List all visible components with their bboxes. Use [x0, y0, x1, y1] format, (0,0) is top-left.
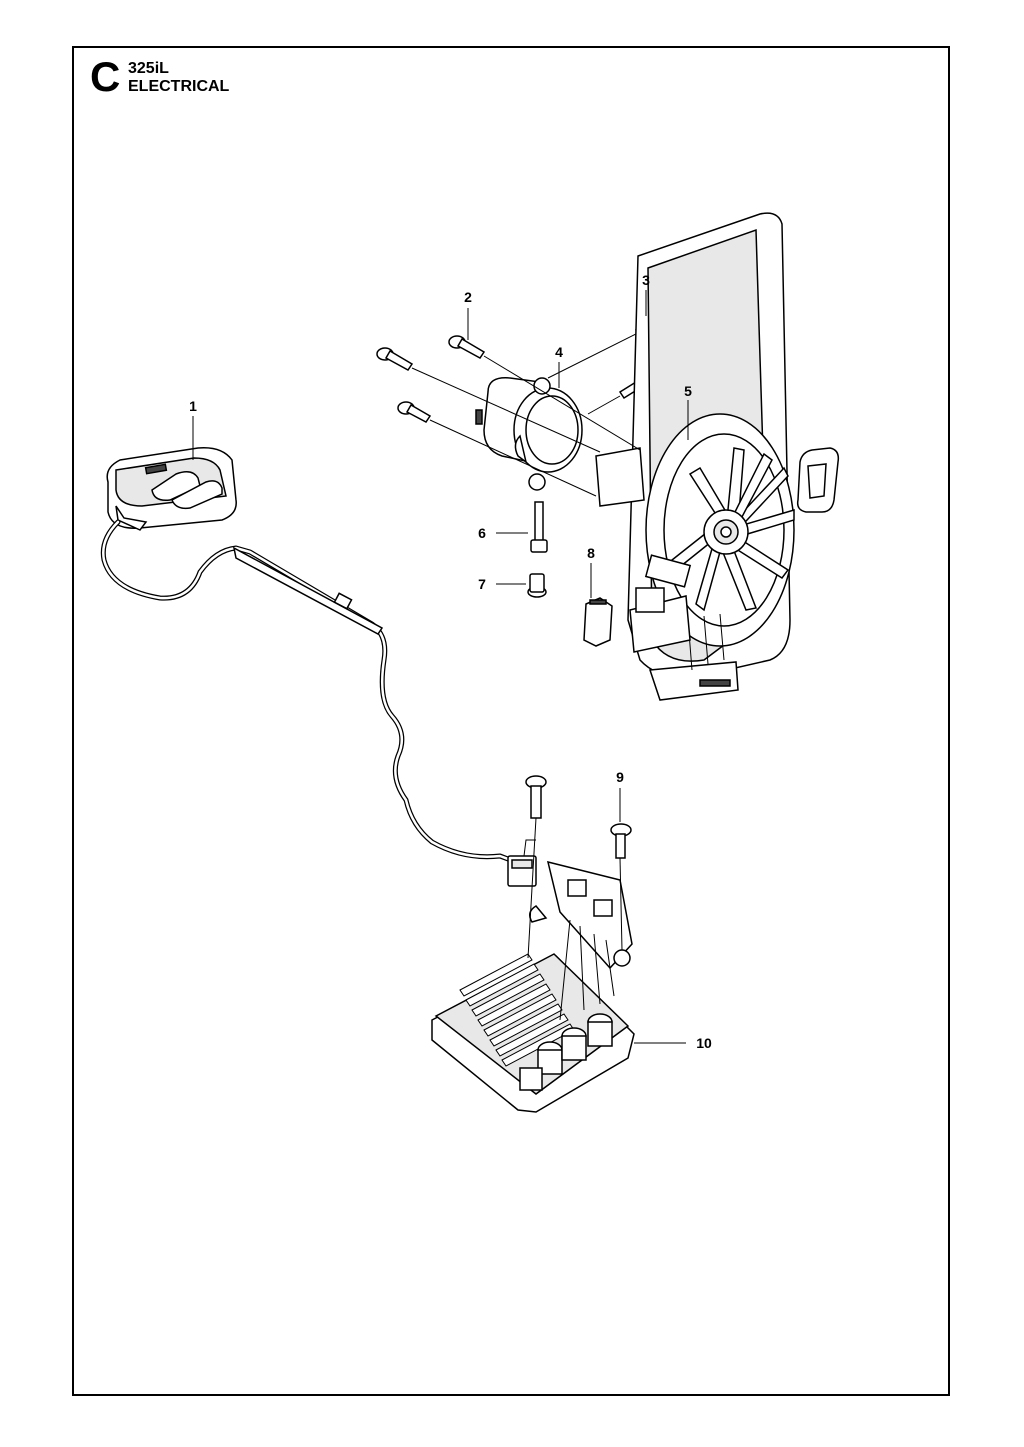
part-10-control-module [431, 860, 635, 1113]
callout-3: 3 [642, 272, 650, 288]
callout-8: 8 [587, 545, 595, 561]
callout-7: 7 [478, 576, 486, 592]
page-frame [72, 46, 950, 1396]
callout-10: 10 [696, 1035, 712, 1051]
part-7-screw [527, 573, 547, 598]
long-screw-lower [397, 401, 432, 423]
callout-labels: 1 2 3 4 5 6 7 8 9 10 [189, 272, 712, 1051]
callout-6: 6 [478, 525, 486, 541]
callout-2: 2 [464, 289, 472, 305]
part-9-screw [610, 823, 632, 859]
screw-upper-left [525, 775, 547, 819]
part-4-motor-can [475, 377, 583, 491]
part-6-pin [530, 501, 548, 553]
model-name: 325iL [128, 60, 169, 77]
part-8-sensor [583, 597, 613, 647]
page-title: ELECTRICAL [128, 78, 230, 95]
callout-4: 4 [555, 344, 563, 360]
callout-9: 9 [616, 769, 624, 785]
long-screw-upper [376, 347, 414, 371]
callout-5: 5 [684, 383, 692, 399]
part-1-control-switch [100, 447, 537, 887]
leader-lines [192, 290, 689, 1044]
callout-1: 1 [189, 398, 197, 414]
part-2-screw [448, 335, 486, 359]
part-5-fan-assembly [595, 212, 840, 701]
section-letter: C [90, 53, 121, 100]
